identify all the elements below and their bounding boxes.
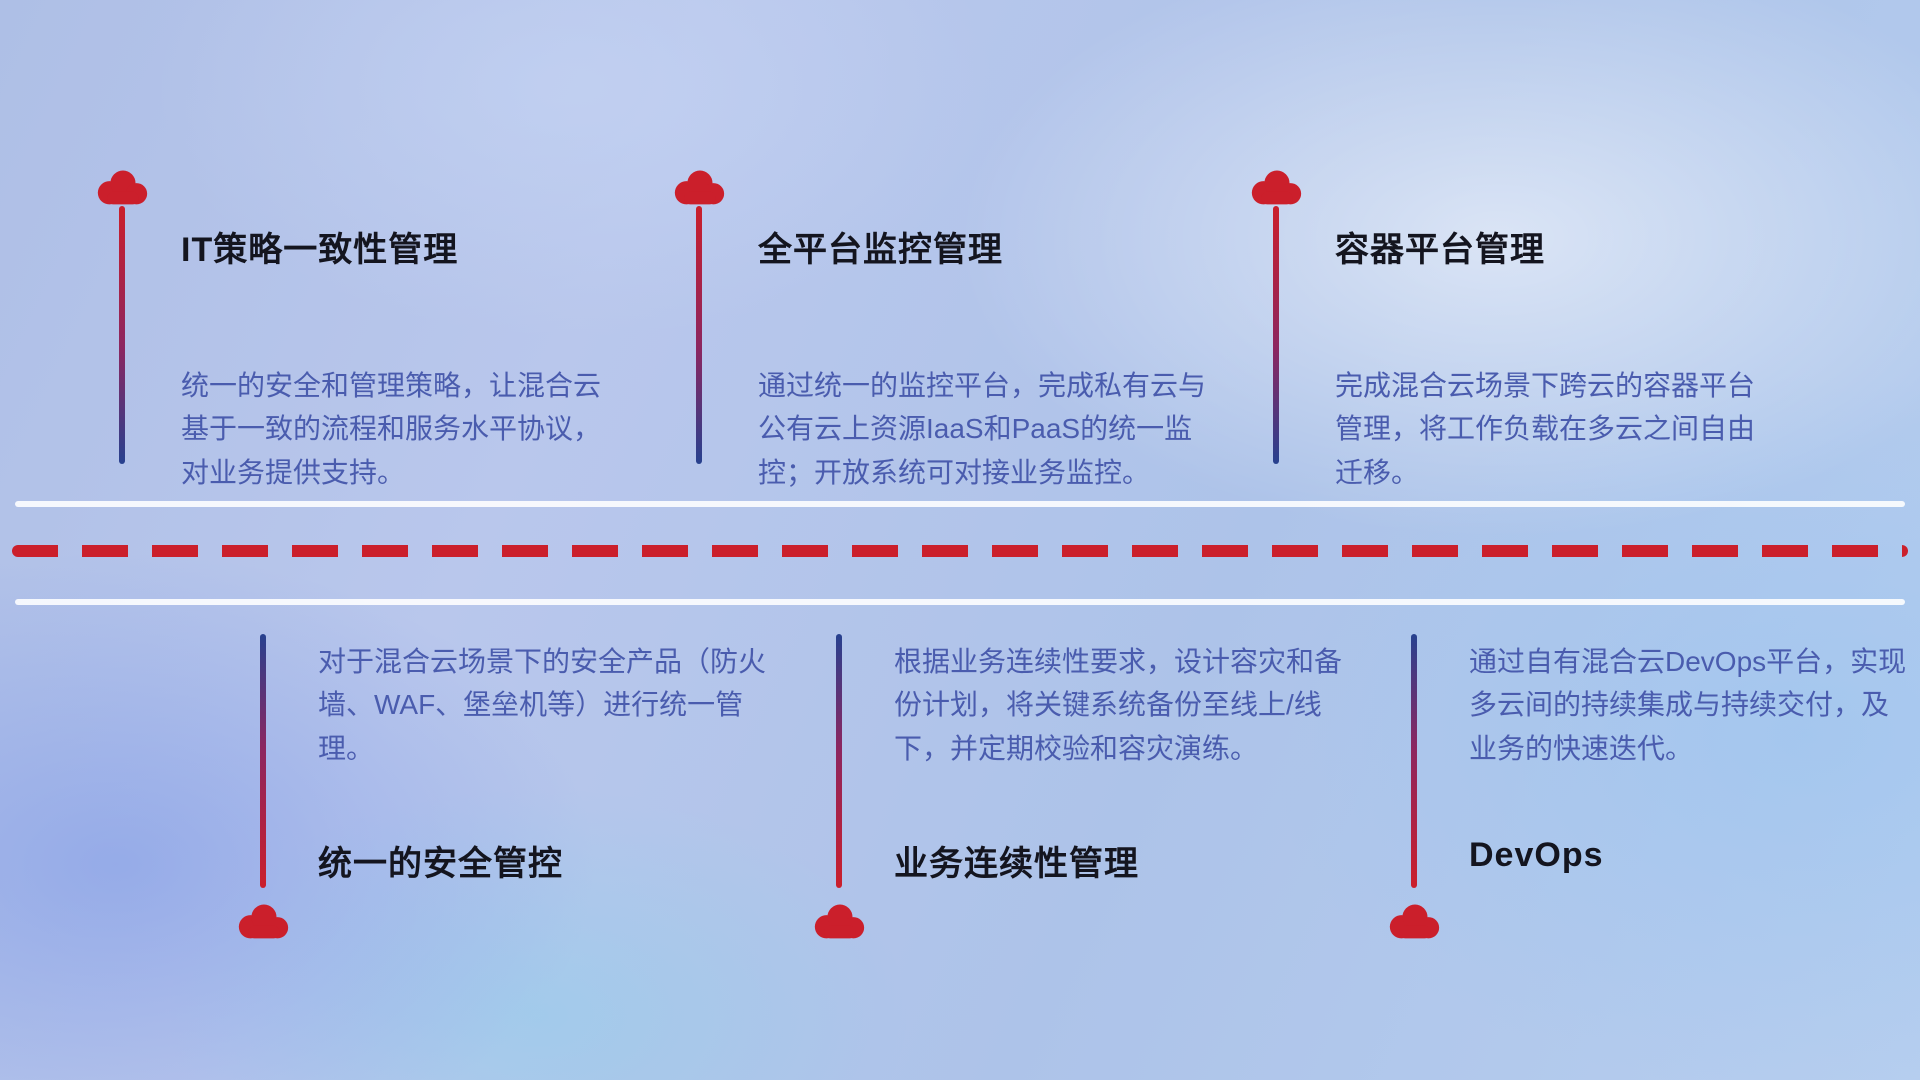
axis-rail-bottom <box>15 599 1905 605</box>
item-title: 容器平台管理 <box>1335 231 1545 269</box>
item-description: 通过自有混合云DevOps平台，实现多云间的持续集成与持续交付，及业务的快速迭代… <box>1469 646 1907 764</box>
item-description: 通过统一的监控平台，完成私有云与公有云上资源IaaS和PaaS的统一监控；开放系… <box>758 370 1207 488</box>
connector-line <box>1273 206 1279 464</box>
connector-line <box>1411 634 1417 888</box>
item-description: 对于混合云场景下的安全产品（防火墙、WAF、堡垒机等）进行统一管理。 <box>318 646 767 764</box>
connector-line <box>119 206 125 464</box>
item-title: 统一的安全管控 <box>318 845 563 883</box>
connector-line <box>260 634 266 888</box>
item-title: 业务连续性管理 <box>894 845 1139 883</box>
cloud-icon <box>97 170 148 205</box>
cloud-icon <box>238 904 289 939</box>
item-title: 全平台监控管理 <box>758 231 1003 269</box>
cloud-icon <box>1251 170 1302 205</box>
item-description: 根据业务连续性要求，设计容灾和备份计划，将关键系统备份至线上/线下，并定期校验和… <box>894 646 1343 764</box>
axis-dashed-line <box>12 545 1908 557</box>
connector-line <box>836 634 842 888</box>
cloud-icon <box>1389 904 1440 939</box>
cloud-icon <box>674 170 725 205</box>
item-title: DevOps <box>1469 836 1604 874</box>
item-description: 统一的安全和管理策略，让混合云基于一致的流程和服务水平协议，对业务提供支持。 <box>181 370 602 488</box>
connector-line <box>696 206 702 464</box>
cloud-icon <box>814 904 865 939</box>
axis-rail-top <box>15 501 1905 507</box>
item-title: IT策略一致性管理 <box>181 231 459 269</box>
item-description: 完成混合云场景下跨云的容器平台管理，将工作负载在多云之间自由迁移。 <box>1335 370 1756 488</box>
